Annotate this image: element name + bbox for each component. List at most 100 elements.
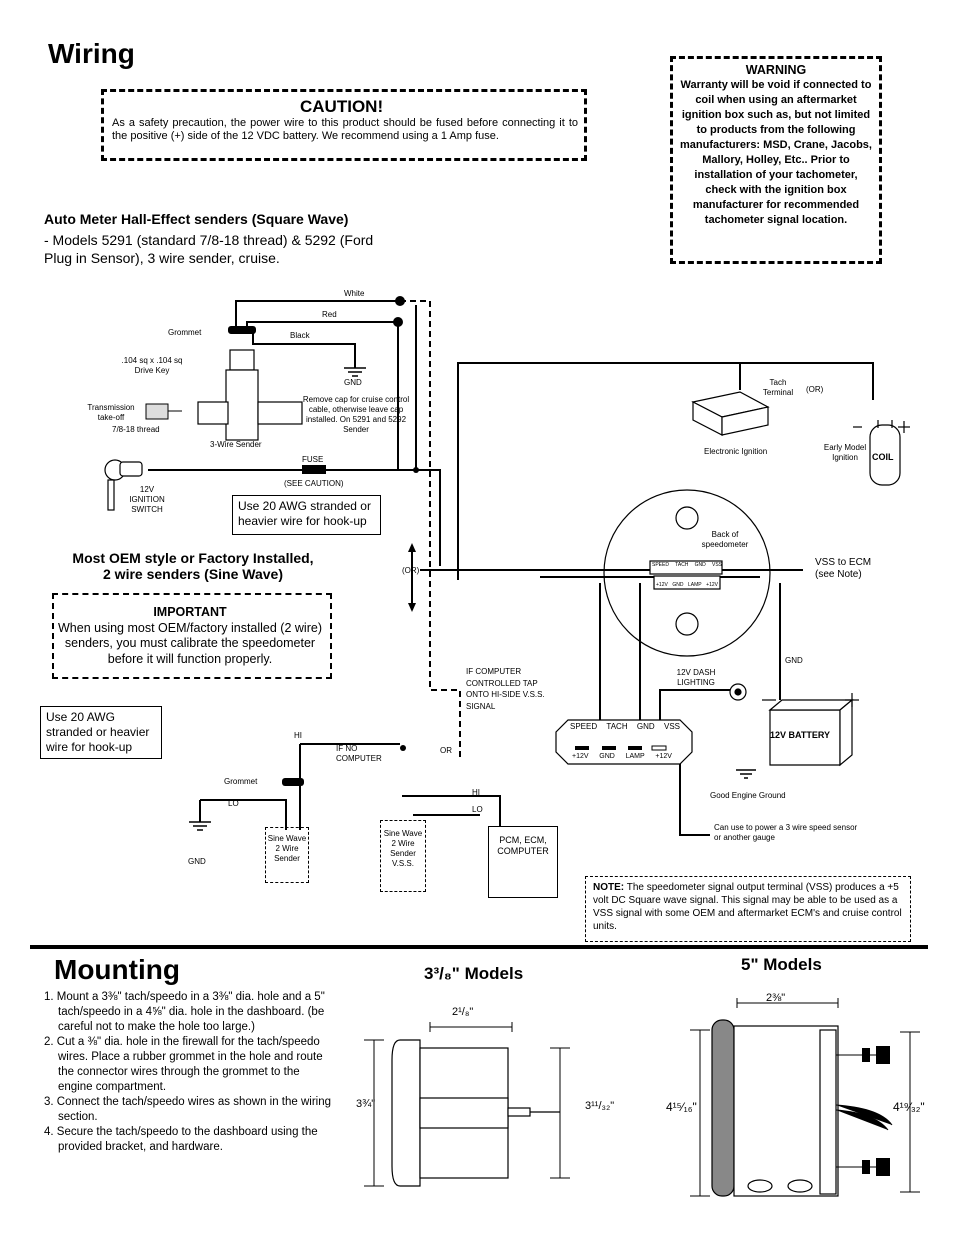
dim-large-height: 4¹⁵⁄₁₆" — [666, 1100, 697, 1114]
small-conn-tach: TACH — [675, 562, 689, 568]
conn-lamp: LAMP — [625, 753, 645, 760]
dim-large-body: 4¹⁹⁄₃₂" — [893, 1100, 925, 1114]
oem-heading: Most OEM style or Factory Installed, 2 w… — [54, 550, 332, 582]
warning-content: WARNING Warranty will be void if connect… — [680, 63, 872, 228]
label-grommet: Grommet — [168, 328, 202, 337]
sine-wave-vss-box: Sine Wave 2 Wire Sender V.S.S. — [380, 820, 426, 892]
label-can-use: Can use to power a 3 wire speed sensor o… — [714, 823, 858, 842]
label-see-caution: (SEE CAUTION) — [284, 479, 344, 488]
label-lo-2: LO — [472, 805, 483, 814]
label-hi-1: HI — [294, 731, 302, 740]
small-conn-lamp: LAMP — [688, 582, 702, 588]
dim-small-height: 3¾" — [356, 1098, 376, 1110]
important-text: When using most OEM/factory installed (2… — [58, 620, 322, 666]
label-good-ground: Good Engine Ground — [710, 791, 786, 800]
label-tach-terminal: Tach Terminal — [762, 378, 794, 397]
hall-heading: Auto Meter Hall-Effect senders (Square W… — [44, 211, 349, 227]
mounting-steps: 1. Mount a 3⅜" tach/speedo in a 3⅜" dia.… — [44, 990, 332, 1155]
small-connector-bottom-labels: +12V GND LAMP +12V — [656, 582, 718, 588]
mount-step-1: 1. Mount a 3⅜" tach/speedo in a 3⅜" dia.… — [44, 991, 325, 1033]
note-content: NOTE: The speedometer signal output term… — [593, 881, 905, 933]
pcm-box: PCM, ECM, COMPUTER — [488, 826, 558, 898]
awg-note-2: Use 20 AWG stranded or heavier wire for … — [40, 706, 162, 759]
tach-wire — [457, 362, 874, 580]
small-connector-top-labels: SPEED TACH GND VSS — [652, 562, 722, 568]
label-early-model: Early Model Ignition — [823, 443, 867, 462]
lo-wire — [200, 799, 287, 830]
caution-box — [101, 89, 587, 161]
small-conn-12v-1: +12V — [656, 582, 668, 588]
conn-12v-2: +12V — [655, 753, 672, 760]
caution-title: CAUTION! — [300, 97, 384, 116]
label-lo-1: LO — [228, 799, 239, 808]
label-remove-cap: Remove cap for cruise control cable, oth… — [302, 395, 410, 434]
oem-heading-line-2: 2 wire senders (Sine Wave) — [103, 566, 283, 582]
models-338-heading: 3³/₈" Models — [424, 964, 524, 983]
mount-step-3: 3. Connect the tach/speedo wires as show… — [44, 1096, 332, 1123]
small-conn-speed: SPEED — [652, 562, 669, 568]
label-or-1: (OR) — [806, 385, 824, 394]
warning-title: WARNING — [745, 63, 807, 77]
small-conn-vss: VSS — [711, 562, 722, 568]
hall-text: - Models 5291 (standard 7/8-18 thread) &… — [44, 232, 374, 266]
important-title: IMPORTANT — [153, 605, 227, 619]
label-battery: 12V BATTERY — [770, 730, 831, 740]
label-three-wire: 3-Wire Sender — [210, 440, 262, 449]
label-thread: 7/8-18 thread — [112, 425, 160, 434]
label-transmission: Transmission take-off — [87, 403, 135, 422]
conn-gnd: GND — [636, 722, 655, 731]
small-conn-gnd-b: GND — [672, 582, 684, 588]
label-red: Red — [322, 310, 337, 319]
label-hi-2: HI — [472, 788, 480, 797]
dim-small-depth: 2¹/₈" — [452, 1006, 474, 1018]
label-or-plain: OR — [440, 746, 452, 755]
label-coil: COIL — [872, 452, 894, 462]
label-or-arrow: (OR) — [402, 566, 420, 575]
conn-12v-1: +12V — [572, 753, 589, 760]
dashed-link — [400, 300, 461, 760]
connector-bottom-labels: +12V GND LAMP +12V — [572, 753, 672, 760]
dim-small-body: 3¹¹/₃₂" — [585, 1100, 615, 1112]
label-if-computer: IF COMPUTER CONTROLLED TAP ONTO HI-SIDE … — [466, 667, 545, 711]
power-wire — [416, 469, 441, 566]
small-conn-gnd: GND — [694, 562, 706, 568]
label-white: White — [344, 289, 365, 298]
wiring-title: Wiring — [48, 38, 135, 69]
label-vss-ecm: VSS to ECM (see Note) — [815, 557, 872, 580]
oem-heading-line-1: Most OEM style or Factory Installed, — [72, 550, 314, 566]
conn-gnd-b: GND — [599, 753, 615, 760]
label-grommet-2: Grommet — [224, 777, 258, 786]
important-box — [52, 593, 332, 679]
label-drive-key: .104 sq x .104 sq Drive Key — [121, 356, 183, 375]
black-wire — [252, 331, 356, 368]
models-5-heading: 5" Models — [741, 955, 822, 974]
label-back-of-speedo: Back of speedometer — [701, 530, 749, 549]
vss-wires — [402, 795, 501, 826]
small-conn-12v-2: +12V — [706, 582, 718, 588]
label-if-no-computer: IF NO COMPUTER — [336, 744, 382, 763]
sine-wave-sender-box: Sine Wave 2 Wire Sender — [265, 827, 309, 883]
important-content: IMPORTANT When using most OEM/factory in… — [56, 605, 324, 667]
label-fuse: FUSE — [302, 455, 324, 464]
label-gnd-1: GND — [344, 378, 362, 387]
white-wire — [235, 300, 400, 331]
note-box — [585, 876, 911, 942]
connector-top-labels: SPEED TACH GND VSS — [570, 722, 680, 731]
caution-text: As a safety precaution, the power wire t… — [112, 117, 578, 142]
mounting-title: Mounting — [54, 954, 180, 985]
note-text: The speedometer signal output terminal (… — [593, 882, 902, 932]
label-ignition-switch: 12V IGNITION SWITCH — [129, 485, 165, 514]
conn-tach: TACH — [606, 722, 628, 731]
warning-text: Warranty will be void if connected to co… — [680, 79, 872, 226]
mount-step-2: 2. Cut a ⅜" dia. hole in the firewall fo… — [44, 1036, 323, 1093]
awg-note-1: Use 20 AWG stranded or heavier wire for … — [232, 495, 381, 535]
note-label: NOTE: — [593, 882, 625, 893]
conn-speed: SPEED — [570, 722, 598, 731]
mount-step-4: 4. Secure the tach/speedo to the dashboa… — [44, 1126, 318, 1153]
dim-large-depth: 2⅜" — [766, 992, 786, 1004]
warning-box — [670, 56, 882, 264]
label-electronic-ignition: Electronic Ignition — [704, 447, 768, 456]
label-gnd-3: GND — [188, 857, 206, 866]
can-use-wire — [679, 740, 710, 836]
